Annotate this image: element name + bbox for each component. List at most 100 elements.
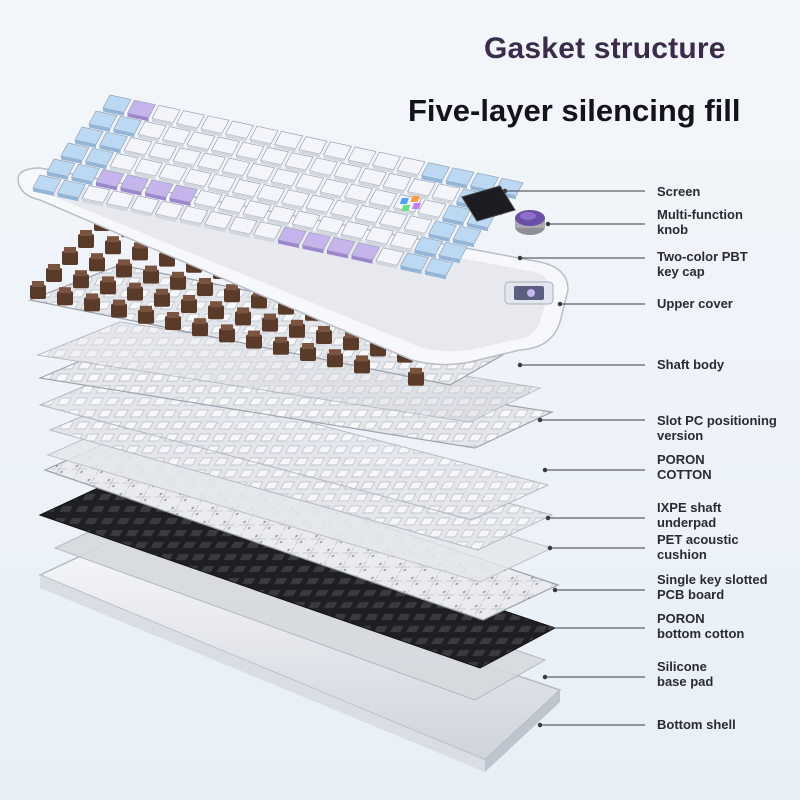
keycap-side (309, 170, 331, 179)
callout-poron-bottom: PORON bottom cotton (657, 611, 745, 641)
keycap-side (418, 212, 439, 221)
keycap-side (351, 255, 373, 264)
keycap-side (99, 145, 121, 154)
cover-screen-window (504, 281, 554, 305)
switch-stem (194, 318, 206, 325)
bottom-shell-layer (38, 539, 562, 772)
keycap-side (204, 224, 226, 233)
keycap-side (176, 123, 198, 132)
keycap-side (414, 250, 436, 258)
switch-stem (275, 336, 287, 343)
switch-stem (167, 312, 179, 318)
keycap-side (106, 203, 128, 212)
keycap-side (372, 165, 394, 174)
keycap-side (334, 176, 355, 184)
switch (327, 353, 343, 368)
switch-stem (172, 271, 184, 278)
callout-screen: Screen (657, 184, 701, 199)
keycap-side (306, 208, 327, 216)
switch-stem (86, 293, 98, 300)
keycap-side (71, 177, 93, 186)
keycap-side (225, 134, 247, 142)
keycap-side (110, 166, 131, 175)
switch-stem (248, 330, 260, 337)
keycap-side (201, 128, 222, 137)
switch (57, 291, 73, 306)
switch (111, 303, 127, 318)
switch (143, 269, 159, 284)
switch (251, 294, 267, 309)
keycap-side (61, 156, 82, 164)
keycap-side (432, 196, 453, 205)
switch-stem (302, 343, 314, 349)
keycap-side (243, 213, 264, 222)
switch-stem (345, 332, 357, 339)
keycap-side (127, 113, 149, 122)
keycap-side (197, 166, 219, 174)
callout-upper-cover: Upper cover (657, 296, 733, 311)
switch (46, 268, 62, 282)
switch-stem (91, 253, 103, 260)
switch (30, 285, 46, 299)
keycap-side (57, 193, 79, 202)
keycap-side (194, 203, 215, 212)
keycap-side (369, 202, 390, 211)
switch-stem (80, 230, 92, 236)
switch (100, 280, 116, 295)
keycap-side (257, 197, 278, 206)
keycap-side (246, 176, 268, 185)
switch-stem (118, 259, 130, 266)
keycap-side (211, 150, 233, 158)
keycap-side (421, 175, 443, 184)
switch (354, 359, 370, 374)
keycap-side (327, 250, 348, 259)
callout-poron-cotton: PORON COTTON (657, 452, 712, 482)
switch-stem (102, 276, 114, 283)
keycap-side (169, 198, 191, 206)
switch-stem (199, 278, 211, 284)
keycap-side (355, 218, 376, 227)
callout-shaft-body: Shaft body (657, 357, 725, 372)
switch-stem (226, 284, 238, 291)
switch (208, 305, 224, 320)
leader-dot (547, 545, 553, 551)
switch (408, 371, 424, 386)
switch (138, 309, 154, 324)
keycap-side (145, 192, 166, 201)
switch-stem (264, 313, 276, 320)
switch (73, 274, 89, 289)
keycap-side (183, 182, 205, 190)
switch-stem (129, 282, 141, 289)
leader-dot (545, 221, 551, 227)
switch (84, 297, 100, 312)
keycap-side (348, 160, 369, 168)
switch-stem (410, 367, 422, 374)
keycap-side (159, 176, 180, 185)
switch (89, 257, 105, 272)
leader-dot (557, 301, 563, 307)
callout-knob: Multi-function knob (657, 207, 743, 237)
switch-stem (210, 301, 222, 308)
keycap-side (96, 182, 117, 191)
keycap-side (274, 144, 296, 153)
keycap-side (442, 218, 464, 226)
keycap-side (253, 234, 275, 243)
switch (116, 263, 132, 278)
keycap-side (281, 202, 303, 211)
switch (181, 299, 197, 313)
switch (105, 240, 121, 255)
callout-ixpe: IXPE shaft underpad (657, 500, 722, 530)
switch-stem (183, 295, 195, 301)
screen-module (399, 185, 516, 222)
keycap-side (260, 160, 282, 169)
keycap-side (323, 154, 345, 163)
switch (316, 330, 332, 344)
switch (78, 234, 94, 248)
keycap-side (292, 224, 313, 232)
keycap-side (33, 188, 54, 196)
switch (224, 288, 240, 303)
switch-stem (134, 242, 146, 249)
switch-stem (291, 319, 303, 326)
keycap-side (82, 198, 103, 207)
